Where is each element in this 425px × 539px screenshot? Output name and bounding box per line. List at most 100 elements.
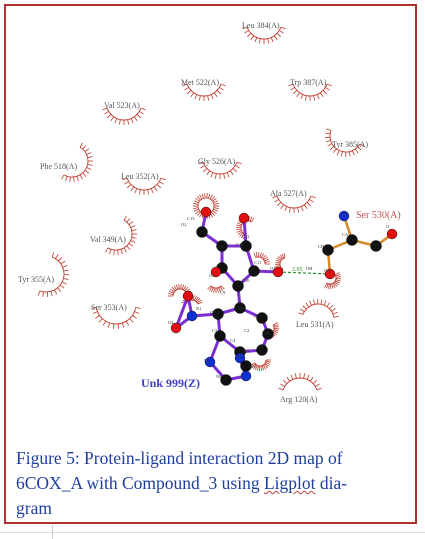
hydrophobic-tick <box>195 198 200 202</box>
hydrophobic-tick <box>196 299 202 304</box>
caption-line-1: Figure 5: Protein-ligand interaction 2D … <box>16 448 343 468</box>
atom-label: C14 <box>236 242 244 247</box>
atom-label: OG <box>324 268 331 273</box>
hydrophobic-tick <box>250 35 255 41</box>
residue-label-tyr355: Tyr 355(A) <box>18 275 54 284</box>
hydrophobic-tick <box>236 224 242 227</box>
atom-label: C3 <box>212 328 218 333</box>
hydrophobic-tick <box>84 170 90 174</box>
hydrophobic-tick <box>138 189 141 195</box>
hydrophobic-tick <box>277 255 283 261</box>
hydrophobic-tick <box>87 163 93 166</box>
hydrophobic-arc <box>107 219 133 251</box>
hydrophobic-tick <box>260 365 263 371</box>
atom-label: C6 <box>264 330 270 335</box>
hydrophobic-tick <box>207 95 210 101</box>
hydrophobic-arc <box>126 178 162 191</box>
hydrophobic-tick <box>316 94 320 100</box>
hydrophobic-tick <box>173 285 177 291</box>
hydrophobic-tick <box>82 145 87 150</box>
hydrophobic-tick <box>193 207 199 210</box>
hydrophobic-tick <box>139 111 144 115</box>
atom-label: O <box>386 224 390 229</box>
hydrophobic-tick <box>263 364 268 369</box>
hydrophobic-tick <box>270 37 274 43</box>
hydrophobic-tick <box>294 373 297 379</box>
hydrophobic-tick <box>160 177 166 181</box>
hydrophobic-tick <box>207 285 212 290</box>
caption-line-2: 6COX_A with Compound_3 using Ligplot dia… <box>16 471 416 496</box>
hydrophobic-tick <box>286 376 291 382</box>
hydrophobic-tick <box>278 387 284 391</box>
hydrophobic-tick <box>168 290 174 294</box>
hydrophobic-tick <box>283 253 286 259</box>
hydrophobic-tick <box>127 119 130 125</box>
hydrophobic-tick <box>107 322 111 328</box>
carbon-atom <box>248 265 260 277</box>
hydrophobic-tick <box>117 323 120 329</box>
hydrophobic-tick <box>306 202 312 207</box>
hydrophobic-arc <box>211 285 221 289</box>
hydrophobic-tick <box>306 374 310 380</box>
hydrophobic-tick <box>335 280 340 284</box>
hydrophobic-tick <box>273 35 278 41</box>
hydrophobic-tick <box>181 284 185 290</box>
hydrophobic-tick <box>288 207 291 213</box>
hydrophobic-tick <box>140 107 146 111</box>
oxygen-atom <box>386 228 398 240</box>
hydrophobic-arc <box>95 307 137 325</box>
hydrophobic-tick <box>220 285 225 290</box>
hydrophobic-tick <box>357 146 362 151</box>
hydrophobic-tick <box>302 305 307 310</box>
hydrophobic-tick <box>328 283 330 289</box>
ligand-label: Unk 999(Z) <box>141 376 200 390</box>
hydrophobic-arc <box>202 162 238 175</box>
hydrophobic-tick <box>175 284 179 290</box>
hydrophobic-arc <box>106 108 142 121</box>
hydrophobic-tick <box>123 247 127 253</box>
hydrophobic-tick <box>280 26 286 30</box>
hydrophobic-tick <box>326 302 331 307</box>
hydrophobic-tick <box>214 173 217 179</box>
atom-label: CA <box>342 232 349 237</box>
hydrophobic-tick <box>37 290 41 296</box>
hydrophobic-arc <box>326 274 337 285</box>
hydrophobic-tick <box>275 259 281 263</box>
hydrophobic-tick <box>275 261 281 264</box>
hydrophobic-tick <box>220 83 226 87</box>
hydrophobic-tick <box>232 168 238 173</box>
oxygen-atom <box>272 266 284 278</box>
hydrophobic-tick <box>206 170 211 176</box>
hydrophobic-tick <box>336 150 340 156</box>
residue-label-ala527: Ala 527(A) <box>270 189 307 198</box>
residue-label-phe518: Phe 518(A) <box>40 162 77 171</box>
hydrophobic-tick <box>273 326 279 328</box>
atom-label: C15 <box>187 216 195 221</box>
hydrophobic-tick <box>253 252 256 258</box>
hydrophobic-tick <box>210 287 214 293</box>
hydrophobic-tick <box>273 329 279 332</box>
hydrophobic-tick <box>210 94 214 100</box>
carbon-atom <box>212 308 224 320</box>
atom-label: C9 <box>220 290 226 295</box>
hydrophobic-arc <box>276 196 312 209</box>
caption-line-3: gram <box>16 498 52 518</box>
hydrophobic-tick <box>132 315 137 319</box>
hydrophobic-tick <box>105 247 109 253</box>
hydrophobic-tick <box>334 272 340 276</box>
hydrophobic-tick <box>324 282 328 288</box>
hydrophobic-tick <box>61 174 65 180</box>
hydrophobic-tick <box>241 233 245 239</box>
hydrophobic-tick <box>86 152 92 155</box>
hydrophobic-tick <box>319 92 324 98</box>
atom-label: C8 <box>238 306 244 311</box>
hydrophobic-tick <box>110 116 115 122</box>
atom-label: C7 <box>254 314 260 319</box>
hydrophobic-tick <box>310 195 316 199</box>
hydrophobic-tick <box>178 284 180 290</box>
hydrophobic-tick <box>290 374 294 380</box>
hydrophobic-tick <box>82 172 87 177</box>
ligplot-diagram: Leu 384(A) Met 522(A) Trp 387(A) Val 523… <box>18 21 401 404</box>
hydrophobic-arc <box>282 377 318 390</box>
hydrophobic-tick <box>133 116 138 122</box>
